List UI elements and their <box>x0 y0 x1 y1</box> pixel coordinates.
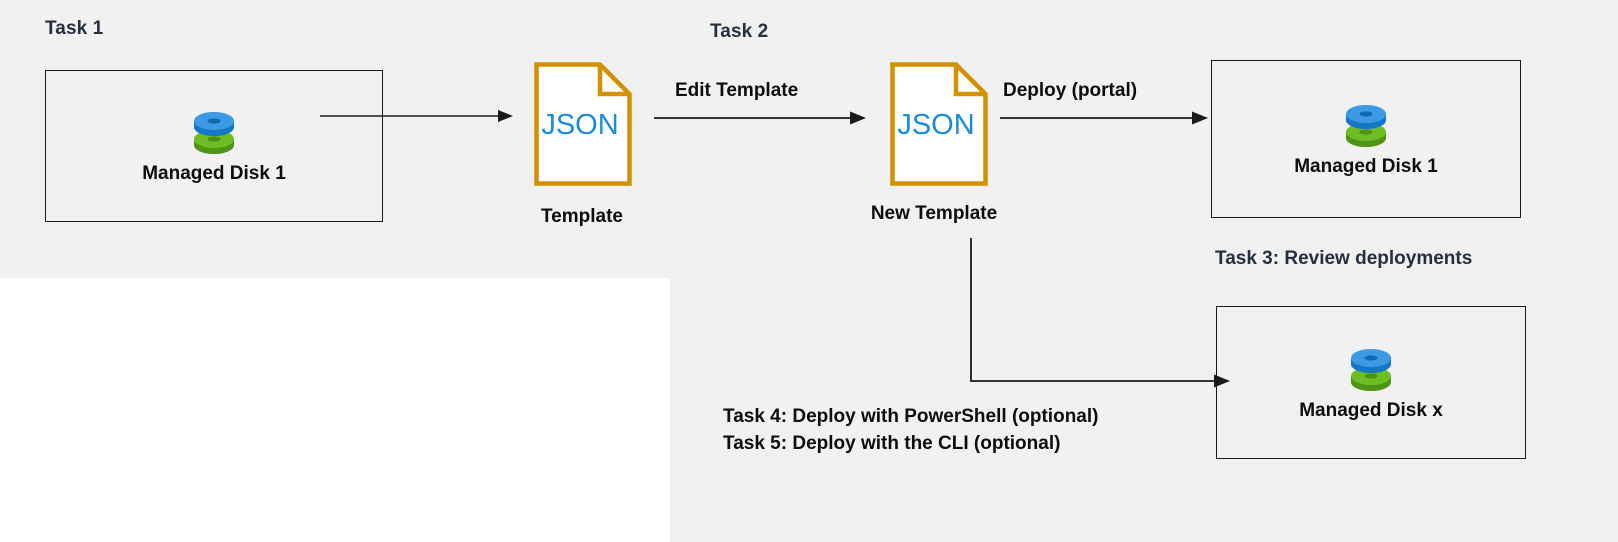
box-content: Managed Disk 1 <box>1212 100 1520 178</box>
box-content: Managed Disk 1 <box>46 107 382 185</box>
managed-disk-1-box-task3[interactable]: Managed Disk 1 <box>1211 60 1521 218</box>
managed-disk-x-box[interactable]: Managed Disk x <box>1216 306 1526 459</box>
new-template-caption: New Template <box>870 203 998 224</box>
json-file-icon-new-template[interactable]: JSON <box>890 62 988 186</box>
arrow-branch-to-managed-disk-x <box>970 238 1230 388</box>
managed-disk-1-box-task1[interactable]: Managed Disk 1 <box>45 70 383 222</box>
managed-disk-icon <box>1346 105 1386 147</box>
managed-disk-x-label: Managed Disk x <box>1299 399 1443 421</box>
task4-note-line: Task 4: Deploy with PowerShell (optional… <box>723 406 1099 427</box>
edit-template-label: Edit Template <box>675 80 799 101</box>
task5-note-line: Task 5: Deploy with the CLI (optional) <box>723 433 1061 454</box>
managed-disk-icon <box>1351 348 1391 391</box>
json-file-icon-template[interactable]: JSON <box>534 62 632 186</box>
task3-note: Task 3: Review deployments <box>1215 248 1473 269</box>
task1-heading: Task 1 <box>45 18 104 39</box>
task2-panel <box>670 0 1618 542</box>
arrow-edit-template <box>654 111 866 125</box>
arrow-deploy-portal <box>1000 111 1208 125</box>
managed-disk-1-label-task1: Managed Disk 1 <box>142 163 286 184</box>
task2-heading: Task 2 <box>710 21 769 42</box>
box-content: Managed Disk x <box>1217 344 1525 422</box>
arrow-disk-to-template <box>320 110 513 122</box>
managed-disk-1-label-task3: Managed Disk 1 <box>1294 156 1438 177</box>
deploy-portal-label: Deploy (portal) <box>1003 80 1138 101</box>
template-caption: Template <box>540 206 623 227</box>
json-file-type-label: JSON <box>897 109 974 141</box>
managed-disk-icon <box>194 112 234 154</box>
json-file-type-label: JSON <box>541 109 618 141</box>
task45-note: Task 4: Deploy with PowerShell (optional… <box>723 403 1098 457</box>
